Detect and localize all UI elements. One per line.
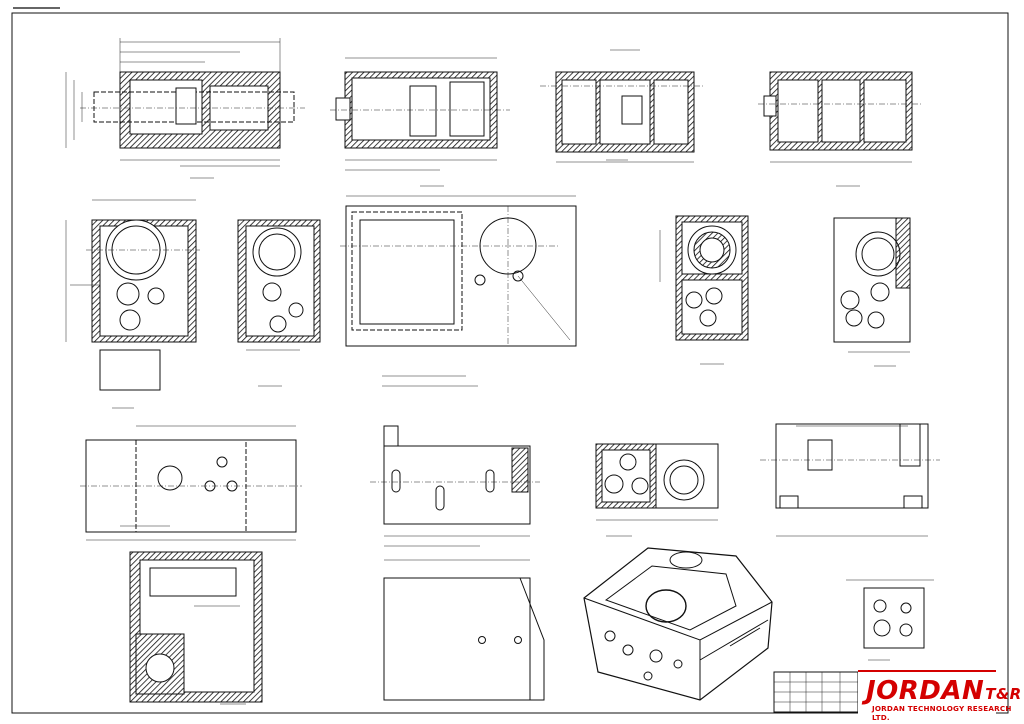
view-isometric (583, 547, 773, 701)
view-side-elevation (370, 425, 540, 561)
title-block (773, 671, 859, 713)
view-bottom-plate (383, 577, 545, 701)
view-right-elevation (760, 423, 940, 537)
view-front-elevation (340, 195, 577, 387)
view-top-plan (80, 425, 302, 541)
sheet-border (11, 12, 1009, 714)
view-section-detail (595, 443, 719, 537)
view-section-a-a (65, 38, 305, 179)
view-section-d-d (758, 71, 922, 187)
view-section-v-v (237, 219, 321, 387)
logo-rule (858, 670, 996, 672)
view-section-e-e (65, 199, 200, 409)
view-section-f-f (129, 551, 263, 705)
logo-box (858, 672, 996, 720)
company-name: JORDAN TECHNOLOGY RESEARCH LTD. (872, 704, 1012, 722)
logo-brand: JORDAN (866, 676, 985, 706)
logo-brand-suffix: T&R (985, 685, 1022, 703)
view-section-s-s (659, 215, 749, 365)
view-detail-small (846, 579, 934, 661)
view-section-b-b (330, 57, 510, 187)
company-logo: JORDANT&R (866, 676, 1022, 706)
view-section-t-t (833, 217, 911, 367)
view-section-c-c (540, 49, 705, 163)
